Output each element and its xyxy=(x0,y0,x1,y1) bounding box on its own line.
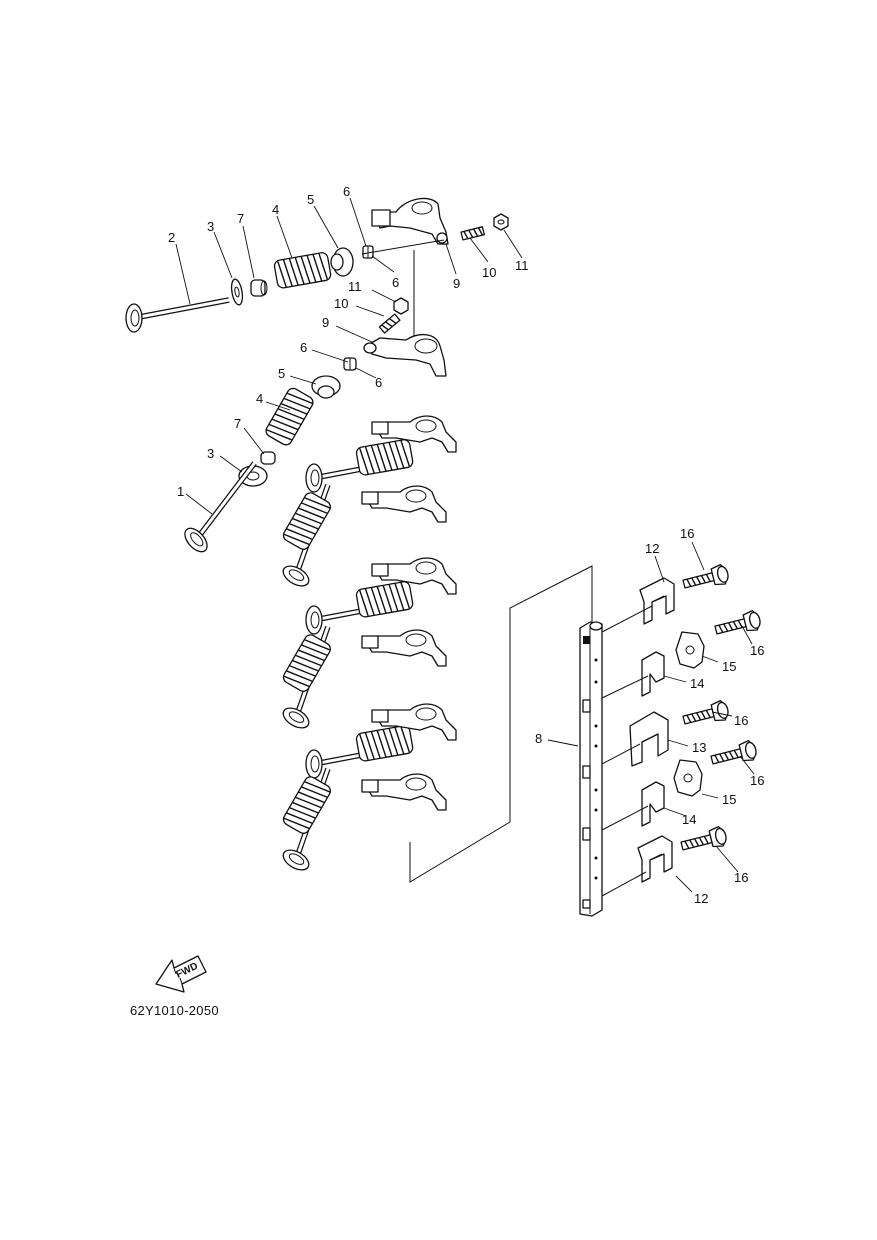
callout-7: 7 xyxy=(234,416,241,431)
center-bracket xyxy=(629,711,669,767)
spring-retainer xyxy=(330,247,354,277)
callout-12: 12 xyxy=(694,891,708,906)
assembled-horizontal-valve-1 xyxy=(306,438,415,492)
callout-9: 9 xyxy=(322,315,329,330)
shaft-bracket xyxy=(639,577,675,625)
assembled-angled-valve-6 xyxy=(264,762,355,874)
callout-15: 15 xyxy=(722,792,736,807)
callout-16: 16 xyxy=(734,870,748,885)
rocker-shaft-assembly xyxy=(579,562,763,917)
callout-14: 14 xyxy=(690,676,704,691)
shaft-bracket xyxy=(637,835,673,883)
callout-3: 3 xyxy=(207,446,214,461)
rocker-arm xyxy=(371,197,449,245)
callout-16: 16 xyxy=(750,773,764,788)
callout-11: 11 xyxy=(348,279,362,294)
shaft-stopper-plate xyxy=(673,759,703,797)
valve-stem-seal xyxy=(250,279,268,297)
valve-spring xyxy=(263,385,316,448)
spring-seat-washer xyxy=(230,278,244,306)
callout-6: 6 xyxy=(343,184,350,199)
callout-11: 11 xyxy=(515,258,529,273)
assembled-angled-valve-2 xyxy=(264,478,355,590)
callout-8: 8 xyxy=(535,731,542,746)
callout-12: 12 xyxy=(645,541,659,556)
assembled-horizontal-valve-5 xyxy=(306,724,415,778)
fwd-arrow-icon: FWD xyxy=(155,955,207,993)
valve-stem-seal xyxy=(260,451,276,465)
callout-9: 9 xyxy=(453,276,460,291)
callout-15: 15 xyxy=(722,659,736,674)
assembled-rocker-4 xyxy=(361,629,447,667)
assembled-angled-valve-4 xyxy=(264,620,355,732)
bracket-guide-lines xyxy=(601,605,653,897)
callout-4: 4 xyxy=(272,202,279,217)
callout-labels: 2 3 7 4 5 6 6 9 10 11 11 10 9 6 6 5 4 7 … xyxy=(168,184,764,906)
callout-16: 16 xyxy=(734,713,748,728)
rocker-shaft xyxy=(579,621,603,917)
bracket-bolt xyxy=(712,608,763,641)
lock-nut xyxy=(393,297,409,315)
callout-2: 2 xyxy=(168,230,175,245)
valve-cotter xyxy=(343,357,357,371)
valve-exhaust xyxy=(126,300,229,332)
bracket-bolt xyxy=(708,738,759,771)
middle-exploded-group xyxy=(178,297,447,556)
callout-6: 6 xyxy=(300,340,307,355)
callout-16: 16 xyxy=(680,526,694,541)
callout-leader-lines xyxy=(175,197,755,893)
assembled-rocker-6 xyxy=(361,773,447,811)
assembled-valve-sets xyxy=(264,415,457,874)
callout-5: 5 xyxy=(307,192,314,207)
shaft-spring-clip xyxy=(641,781,665,827)
adjusting-screw xyxy=(460,226,485,241)
assembled-rocker-2 xyxy=(361,485,447,523)
shaft-stopper-plate xyxy=(675,631,705,669)
callout-4: 4 xyxy=(256,391,263,406)
callout-6: 6 xyxy=(392,275,399,290)
adjusting-screw xyxy=(378,313,401,334)
callout-5: 5 xyxy=(278,366,285,381)
callout-7: 7 xyxy=(237,211,244,226)
diagram-part-code: 62Y1010-2050 xyxy=(130,1003,219,1018)
valve-spring xyxy=(272,251,333,290)
callout-16: 16 xyxy=(750,643,764,658)
shaft-spring-clip xyxy=(641,651,665,697)
valve-cotter xyxy=(362,245,374,259)
lock-nut xyxy=(493,213,509,231)
callout-3: 3 xyxy=(207,219,214,234)
assembled-horizontal-valve-3 xyxy=(306,580,415,634)
rocker-arm xyxy=(363,334,447,377)
spring-retainer xyxy=(311,375,341,399)
upper-exploded-group xyxy=(126,197,509,360)
callout-14: 14 xyxy=(682,812,696,827)
callout-1: 1 xyxy=(177,484,184,499)
bracket-bolt xyxy=(680,562,731,595)
shaft-guide-lines xyxy=(409,565,593,883)
callout-13: 13 xyxy=(692,740,706,755)
callout-10: 10 xyxy=(482,265,496,280)
callout-6: 6 xyxy=(375,375,382,390)
callout-10: 10 xyxy=(334,296,348,311)
